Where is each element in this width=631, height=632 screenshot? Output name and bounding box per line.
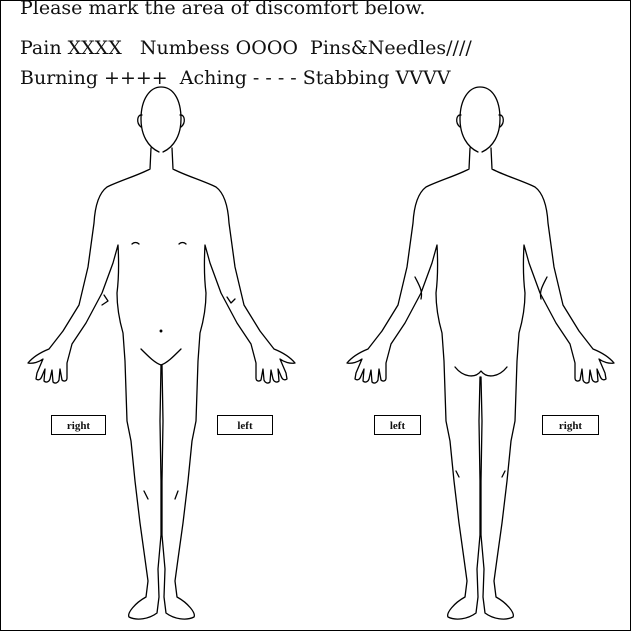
front-label-right: right — [51, 415, 106, 435]
back-label-right: right — [542, 415, 599, 435]
back-label-left: left — [374, 415, 421, 435]
back-body-outline — [347, 148, 614, 619]
back-calf-left — [456, 471, 459, 477]
back-head-outline — [460, 87, 500, 152]
front-label-left: left — [217, 415, 273, 435]
back-buttocks — [455, 367, 507, 376]
back-scapula-left — [415, 277, 422, 299]
back-calf-right — [502, 471, 505, 477]
